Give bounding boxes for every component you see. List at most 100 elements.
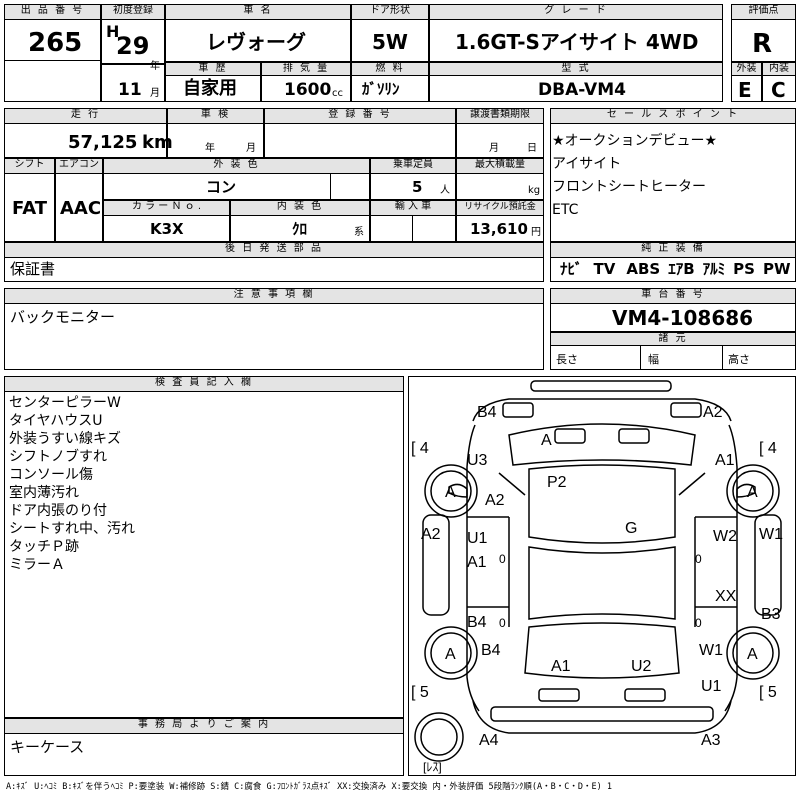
aircon-value: AAC (60, 198, 102, 219)
mark-a-tire-rr: A (747, 646, 758, 663)
inspector-item: ドア内張のり付 (9, 503, 107, 519)
inspection-month-unit: 月 (246, 143, 256, 154)
history-label: 車 歴 (165, 62, 261, 76)
inspector-item: 室内薄汚れ (9, 485, 79, 501)
door-value: 5W (372, 30, 408, 54)
shift-value: FAT (12, 198, 48, 219)
dim-height-label: 高さ (728, 353, 750, 366)
history-value: 自家用 (183, 78, 237, 99)
interior-color-unit: 系 (354, 227, 364, 238)
interior-label: 内装 (762, 62, 796, 76)
mark-a-tire-rl: A (445, 646, 456, 663)
mark-a1-rear: A1 (551, 658, 571, 675)
notes-value: バックモニター (10, 308, 116, 326)
mark-a4: A4 (479, 732, 499, 749)
score-value: R (752, 29, 773, 59)
interior-color-value: ｸﾛ (292, 220, 308, 238)
sales-point-item: アイサイト (552, 156, 622, 172)
inspector-item: タッチＰ跡 (9, 539, 79, 555)
capacity-value: 5 (412, 178, 423, 196)
recycle-value: 13,610 (470, 220, 528, 238)
transfer-label: 譲渡書類期限 (456, 108, 544, 124)
mark-a1-fr: A1 (715, 452, 735, 469)
capacity-unit: 人 (440, 185, 450, 196)
transfer-day-unit: 日 (527, 143, 537, 154)
mark-a-tire-fr: A (747, 484, 758, 501)
first-reg-month-unit: 月 (150, 88, 160, 99)
model-value: DBA-VM4 (538, 80, 626, 100)
equipment-item: ABS (626, 260, 661, 278)
score-label: 評価点 (731, 4, 796, 20)
displacement-unit: cc (332, 88, 343, 99)
inspector-item: タイヤハウスU (9, 413, 103, 429)
inspector-item: ミラーＡ (9, 557, 65, 573)
mark-w2: W2 (713, 528, 737, 545)
mark-u2: U2 (631, 658, 652, 675)
sales-points-label: セ ー ル ス ポ イ ン ト (550, 108, 796, 124)
office-label: 事 務 局 よ り ご 案 内 (4, 718, 404, 734)
mileage-label: 走 行 (4, 108, 167, 124)
mark-a-windshield: A (541, 432, 552, 449)
lot-divider (4, 60, 101, 61)
import-label: 輸 入 車 (370, 200, 456, 216)
legend: A:ｷｽﾞ U:ﾍｺﾐ B:ｷｽﾞを伴うﾍｺﾐ P:要塗装 W:補修跡 S:錆 … (6, 782, 612, 792)
inspection-year-unit: 年 (205, 143, 215, 154)
import-sub-divider (412, 216, 413, 242)
exterior-label: 外装 (731, 62, 762, 76)
later-parts-value: 保証書 (10, 260, 56, 278)
tire-rl-label: [ 5 (411, 684, 429, 701)
aircon-label: エアコン (55, 158, 103, 174)
first-reg-year: 29 (116, 32, 150, 60)
color-sub-divider (330, 174, 331, 200)
equipment-item: ｴｱB (668, 260, 695, 278)
mark-zero-1: 0 (499, 552, 506, 566)
first-reg-year-unit: 年 (150, 61, 160, 72)
tire-fl-label: [ 4 (411, 440, 429, 457)
reg-number-label: 登 録 番 号 (264, 108, 456, 124)
sales-point-item: フロントシートヒーター (552, 179, 706, 195)
equipment-item: PS (733, 260, 755, 278)
shift-label: シフト (4, 158, 55, 174)
mark-a2-fl: A2 (485, 492, 505, 509)
color-value: コン (206, 178, 237, 196)
recycle-unit: 円 (531, 227, 541, 238)
mark-zero-2: 0 (695, 552, 702, 566)
mark-u1-rear: U1 (701, 678, 722, 695)
chassis-value: VM4-108686 (612, 306, 754, 330)
door-label: ドア形状 (351, 4, 429, 20)
mileage-value: 57,125 (68, 132, 138, 153)
mileage-unit: km (142, 132, 173, 153)
inspector-item: センターピラーW (9, 395, 121, 411)
dim-width-label: 幅 (648, 353, 659, 366)
mark-b3: B3 (761, 606, 781, 623)
inspector-item: 外装うすい線キズ (9, 431, 121, 447)
mark-zero-3: 0 (499, 616, 506, 630)
first-reg-label: 初度登録 (101, 4, 165, 20)
mark-g: G (625, 520, 637, 537)
max-load-label: 最大積載量 (456, 158, 544, 174)
car-diagram: B4 A2 A U3 A1 P2 A2 A A A2 U1 A1 G W2 W1… (411, 380, 783, 774)
displacement-label: 排 気 量 (261, 62, 351, 76)
transfer-month-unit: 月 (489, 143, 499, 154)
inspector-item: コンソール傷 (9, 467, 93, 483)
equipment-label: 純 正 装 備 (550, 242, 796, 258)
sales-points-list: ★オークションデビュー★ アイサイト フロントシートヒーター ETC (552, 130, 717, 222)
first-reg-month-cell (101, 64, 165, 102)
spare-label: [ﾚｽ] (423, 760, 442, 774)
dimensions-label: 諸 元 (550, 332, 796, 346)
car-name: レヴォーグ (206, 30, 306, 54)
capacity-label: 乗車定員 (370, 158, 456, 174)
lot-number: 265 (28, 28, 83, 58)
mark-a3: A3 (701, 732, 721, 749)
inspector-list: センターピラーW タイヤハウスU 外装うすい線キズ シフトノブすれ コンソール傷… (9, 394, 135, 574)
mark-a2-top: A2 (703, 404, 723, 421)
mark-a1-l: A1 (467, 554, 487, 571)
dim-length-label: 長さ (556, 353, 578, 366)
color-no-label: カ ラ ー Ｎ ｏ . (103, 200, 230, 216)
mark-xx: XX (715, 588, 737, 605)
displacement-value: 1600 (284, 80, 332, 100)
model-label: 型 式 (429, 62, 723, 76)
grade-label: グ レ ー ド (429, 4, 723, 20)
sales-point-item: ★オークションデビュー★ (552, 133, 718, 149)
